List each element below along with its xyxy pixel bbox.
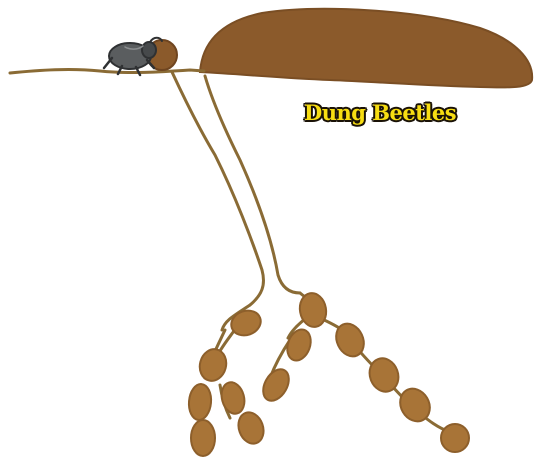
brood-ball (365, 354, 403, 396)
brood-ball (258, 365, 294, 405)
diagram-title: Dung Beetles (304, 100, 456, 125)
brood-ball (218, 380, 248, 417)
tunnel-wall-right (205, 76, 300, 293)
brood-ball (187, 383, 212, 421)
brood-ball (228, 307, 264, 340)
brood-ball (441, 424, 469, 452)
brood-ball (196, 346, 229, 384)
brood-balls (187, 291, 469, 456)
brood-ball (283, 326, 315, 364)
brood-ball (191, 420, 215, 456)
ground-line (10, 70, 204, 73)
brood-ball (234, 409, 267, 447)
beetle-icon (104, 38, 162, 75)
dung-pile (200, 9, 532, 88)
tunnel-wall-left (172, 72, 264, 305)
